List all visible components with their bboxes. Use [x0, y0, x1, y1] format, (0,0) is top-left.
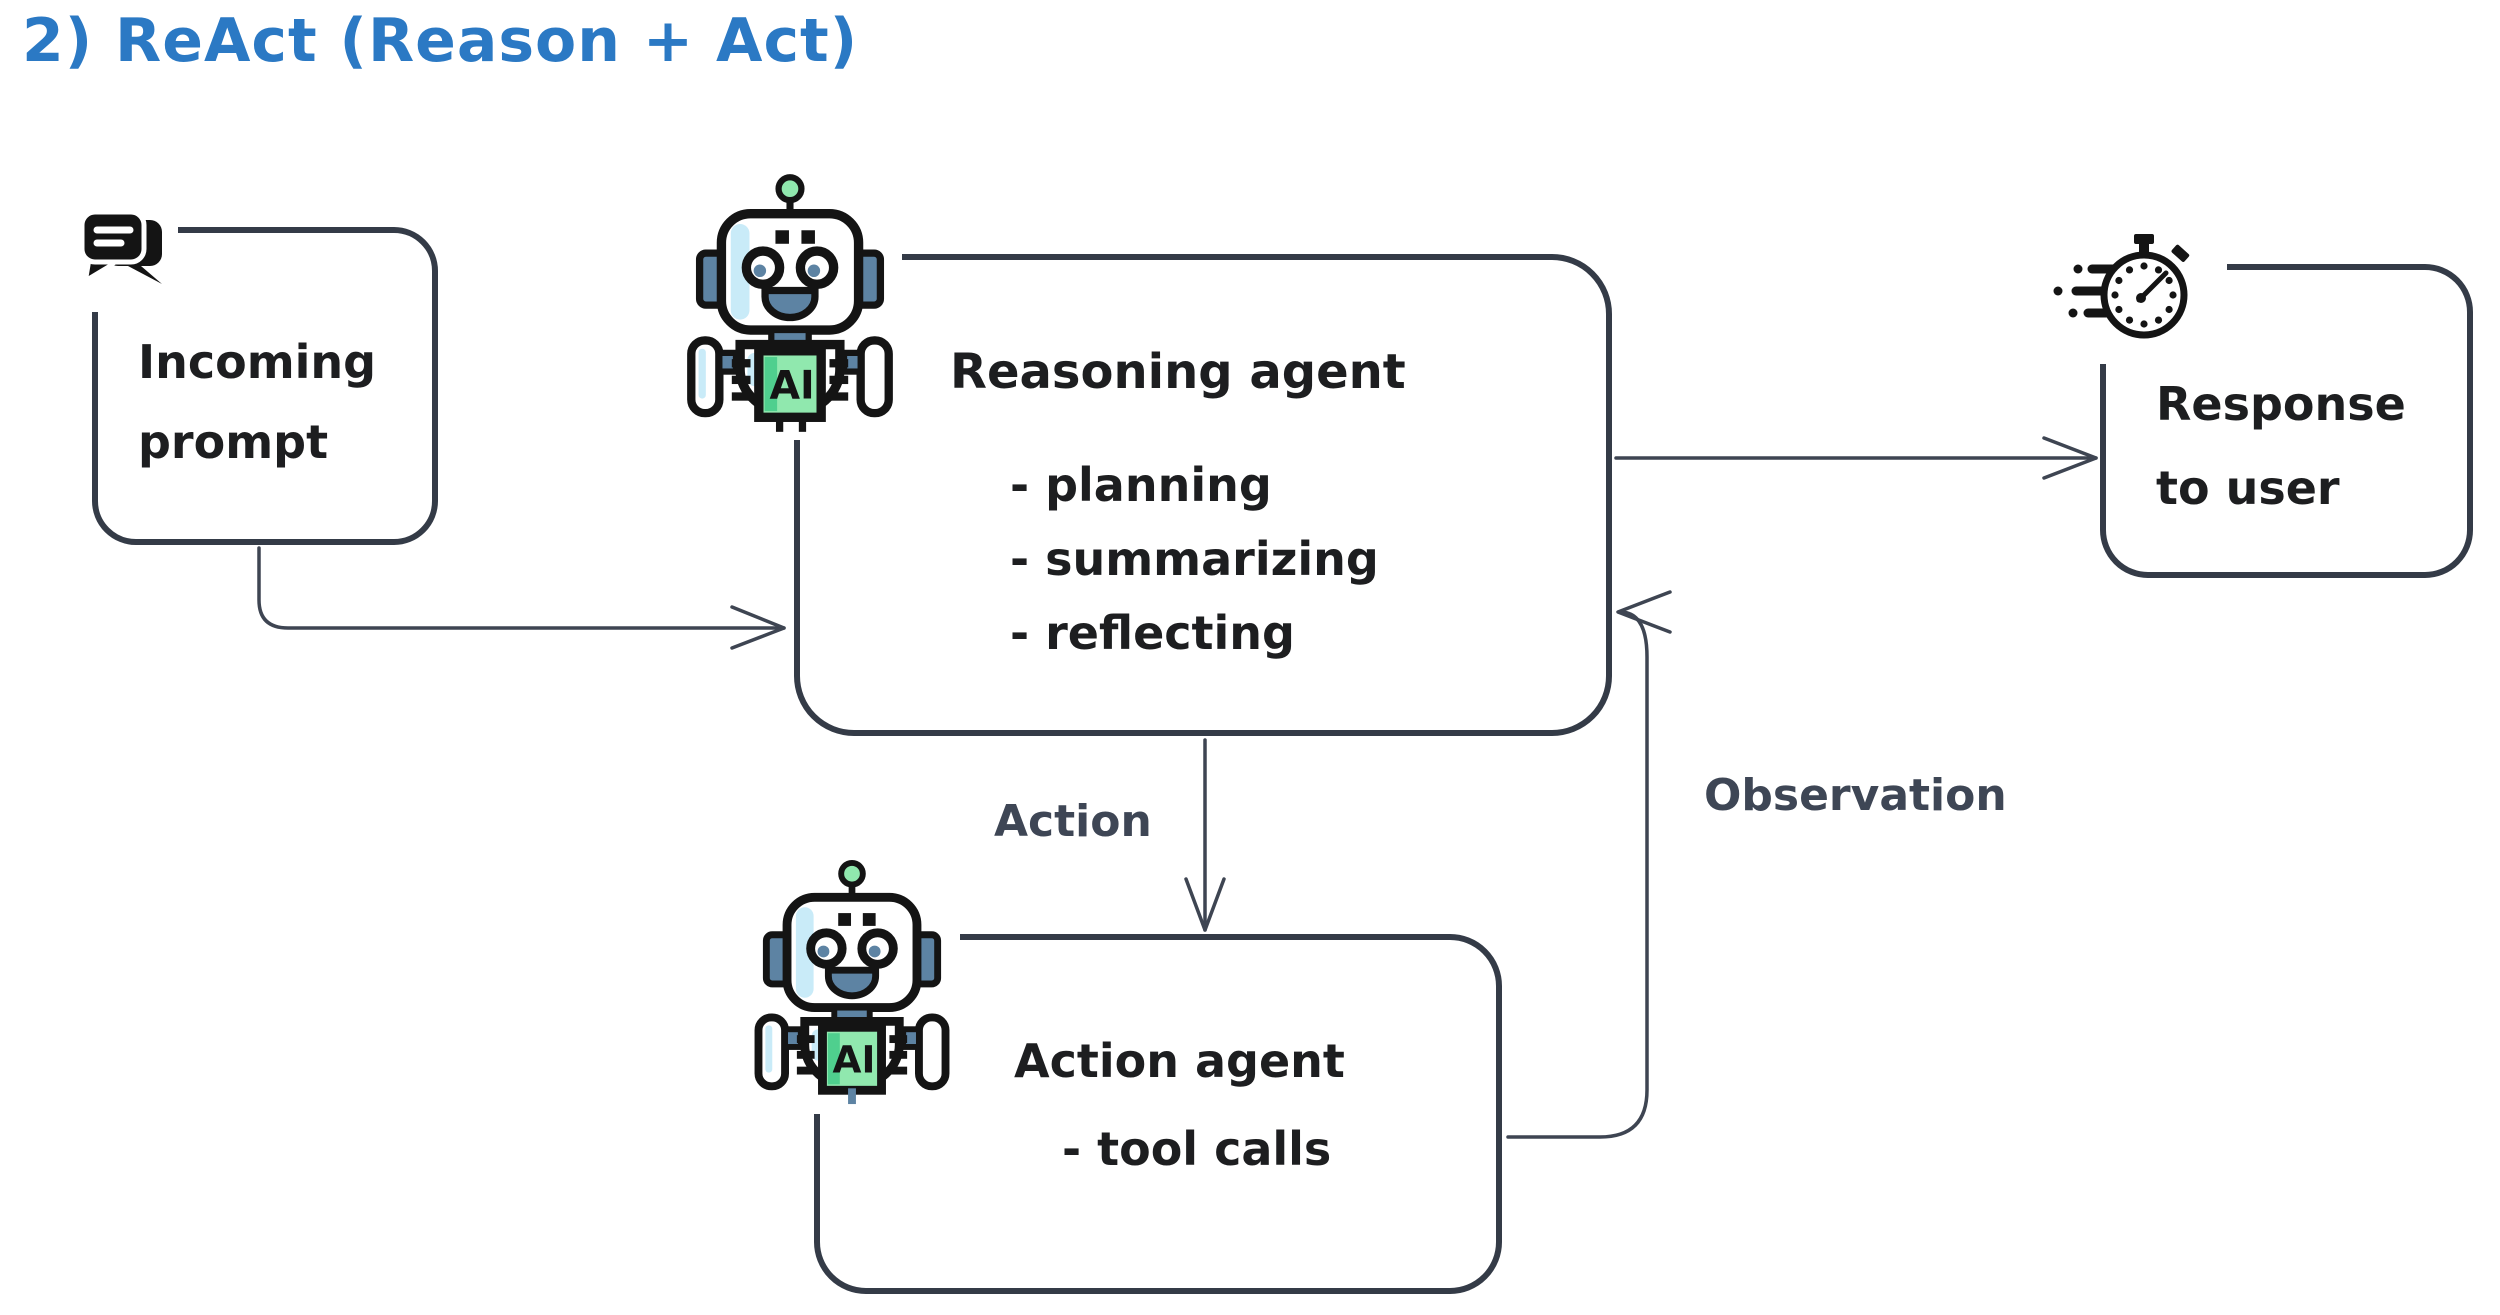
edge-reasoning-to-response [1614, 436, 2098, 480]
ai-robot-icon: AI [752, 856, 960, 1114]
edge-prompt-to-reasoning [257, 546, 786, 650]
reasoning-agent-bullets: - planning- summarizing- reflecting [1010, 458, 1379, 660]
edge-label-action: Action [994, 796, 1152, 847]
node-incoming-prompt [92, 227, 438, 545]
chat-bubbles-icon [68, 196, 178, 312]
reasoning-agent-title: Reasoning agent [950, 344, 1406, 400]
edge-label-observation: Observation [1704, 770, 2007, 821]
ai-robot-icon: AI [684, 170, 902, 440]
action-agent-title: Action agent [1014, 1034, 1345, 1088]
speeding-stopwatch-icon [2042, 224, 2227, 364]
ai-chip-text: AI [833, 1038, 876, 1082]
ai-chip-text: AI [769, 363, 814, 409]
action-agent-bullet: - tool calls [1062, 1122, 1332, 1176]
node-reasoning-agent [794, 254, 1612, 736]
edge-reasoning-to-action [1184, 738, 1226, 932]
page-title: 2) ReAct (Reason + Act) [22, 6, 859, 76]
